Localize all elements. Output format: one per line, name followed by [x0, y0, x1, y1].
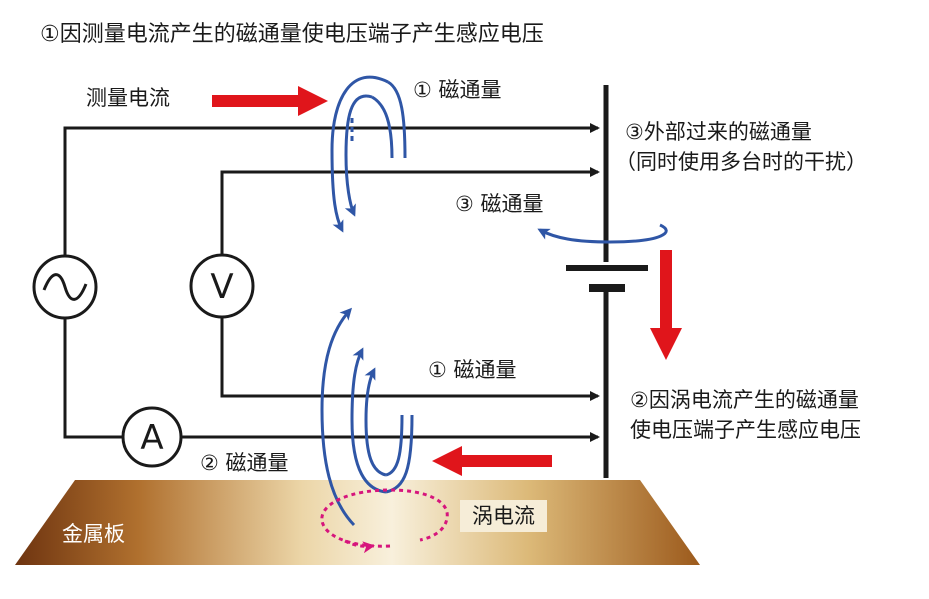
ac-source-icon — [32, 254, 98, 320]
external-flux-title-line2: （同时使用多台时的干扰） — [615, 150, 867, 174]
return-current-arrow — [432, 446, 552, 476]
metal-plate-label: 金属板 — [62, 522, 125, 546]
external-flux-arrow — [650, 250, 682, 360]
flux-1-bottom-label: ① 磁通量 — [428, 358, 517, 382]
external-flux-arc — [537, 223, 668, 244]
measure-current-label: 测量电流 — [86, 86, 170, 110]
measure-current-arrow — [212, 86, 328, 116]
current-arrows — [212, 86, 682, 476]
eddy-current-label: 涡电流 — [460, 500, 547, 533]
title-text: ①因测量电流产生的磁通量使电压端子产生感应电压 — [40, 22, 544, 47]
flux-1-top-label: ① 磁通量 — [413, 78, 502, 102]
voltmeter-icon — [189, 253, 255, 319]
ammeter-icon — [121, 406, 183, 468]
external-flux-title-line1: ③外部过来的磁通量 — [625, 120, 812, 144]
eddy-flux-title-line2: 使电压端子产生感应电压 — [630, 418, 861, 442]
flux-2-label: ② 磁通量 — [200, 451, 289, 475]
ammeter-symbol: A — [140, 418, 164, 458]
flux-loops-top — [330, 75, 407, 233]
flux-3-label: ③ 磁通量 — [455, 192, 544, 216]
eddy-current-loop — [320, 488, 449, 548]
eddy-flux-title-line1: ②因涡电流产生的磁通量 — [630, 388, 859, 412]
voltmeter-symbol: V — [210, 267, 234, 307]
battery-icon — [566, 265, 648, 292]
ac-source-symbol: ~ — [34, 270, 96, 271]
eddy-current-arrow-head — [344, 539, 375, 554]
circuit-wires — [63, 123, 600, 442]
